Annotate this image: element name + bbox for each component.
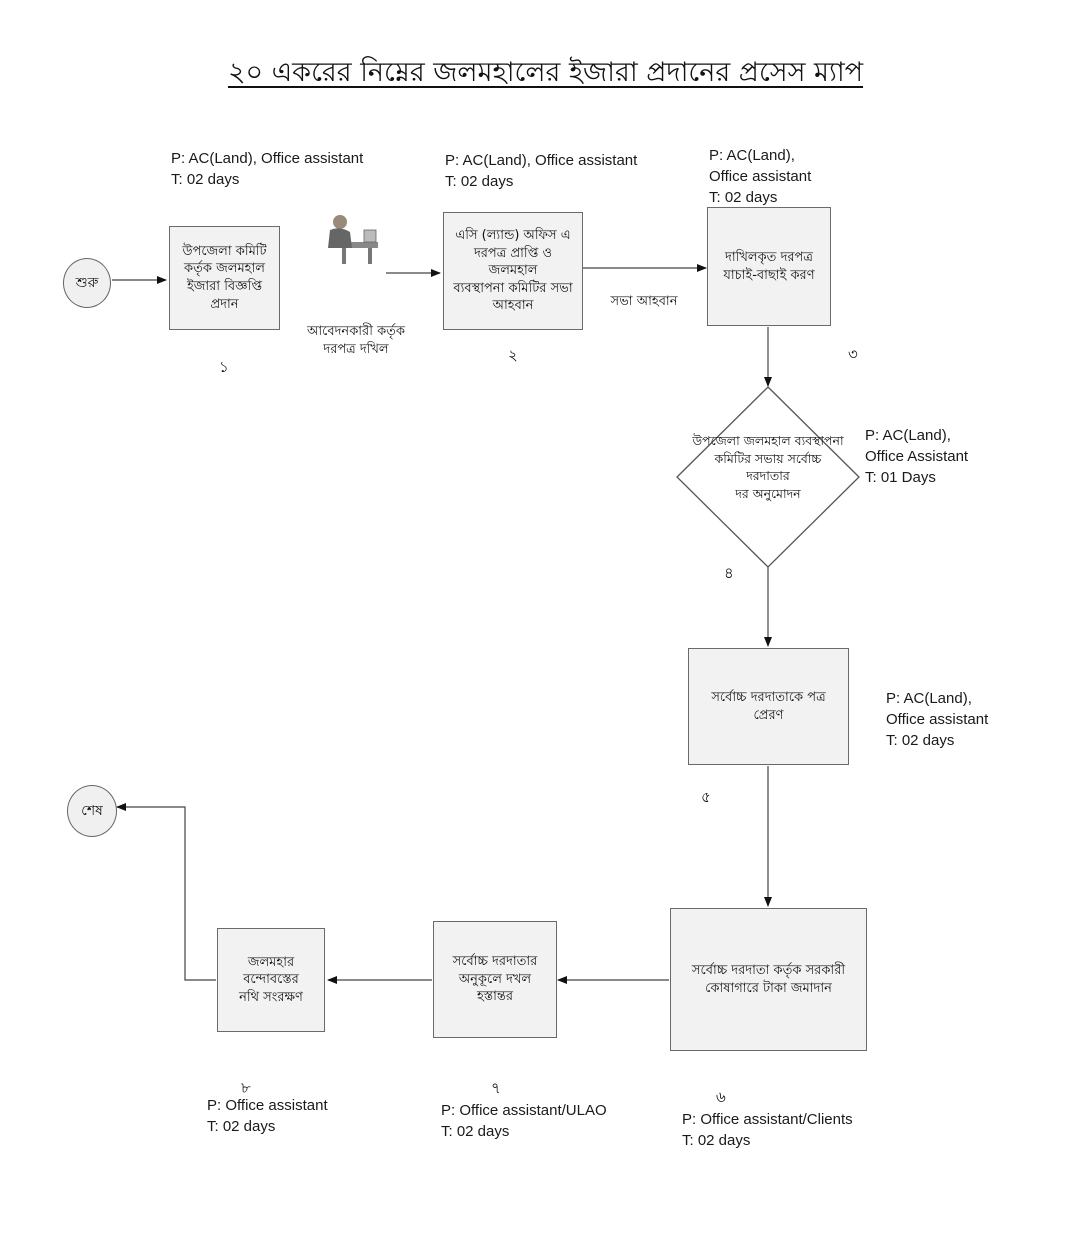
start-terminal: শুরু	[63, 258, 111, 308]
start-label: শুরু	[75, 275, 99, 291]
applicant-label: আবেদনকারী কর্তৃক দরপত্র দখিল	[306, 324, 406, 357]
step-7-number: ৭	[491, 1079, 501, 1097]
diagram-title: ২০ একরের নিম্নের জলমহালের ইজারা প্রদানের…	[227, 57, 864, 88]
step-5-number: ৫	[701, 788, 711, 806]
step-4-number: ৪	[724, 564, 734, 582]
step-6-number: ৬	[716, 1088, 726, 1106]
end-label: শেষ	[81, 803, 103, 819]
step-1-box: উপজেলা কমিটি কর্তৃক জলমহাল ইজারা বিজ্ঞপ্…	[169, 226, 280, 330]
step-8-box: জলমহার বন্দোবস্তের নথি সংরক্ষণ	[217, 928, 325, 1032]
step-4-responsibility: P: AC(Land), Office Assistant T: 01 Days	[865, 427, 969, 486]
step-1-responsibility: P: AC(Land), Office assistant T: 02 days	[171, 150, 364, 188]
person-at-desk-icon	[328, 215, 378, 264]
step-3-responsibility: P: AC(Land), Office assistant T: 02 days	[709, 147, 812, 206]
step-2-responsibility: P: AC(Land), Office assistant T: 02 days	[445, 152, 638, 190]
step-1-number: ১	[219, 358, 229, 376]
step-2-box: এসি (ল্যান্ড) অফিস এ দরপত্র প্রাপ্তি ও জ…	[443, 212, 583, 330]
meeting-call-label: সভা আহবান	[610, 294, 678, 309]
end-terminal: শেষ	[67, 785, 117, 837]
step-3-number: ৩	[848, 345, 858, 363]
step-6-responsibility: P: Office assistant/Clients T: 02 days	[682, 1111, 853, 1149]
step-8-responsibility: P: Office assistant T: 02 days	[207, 1097, 328, 1135]
step-5-responsibility: P: AC(Land), Office assistant T: 02 days	[886, 690, 989, 749]
decision-diamond	[676, 386, 860, 568]
step-5-box: সর্বোচ্চ দরদাতাকে পত্র প্রেরণ	[688, 648, 849, 765]
step-2-number: ২	[508, 346, 518, 364]
edge-step8-to-end	[116, 803, 216, 981]
step-6-box: সর্বোচ্চ দরদাতা কর্তৃক সরকারী কোষাগারে ট…	[670, 908, 867, 1051]
step-7-responsibility: P: Office assistant/ULAO T: 02 days	[441, 1102, 607, 1140]
step-4-text: উপজেলা জলমহাল ব্যবস্থাপনা কমিটির সভায় স…	[692, 433, 844, 501]
step-7-box: সর্বোচ্চ দরদাতার অনুকূলে দখল হস্তান্তর	[433, 921, 557, 1038]
step-3-box: দাখিলকৃত দরপত্র যাচাই-বাছাই করণ	[707, 207, 831, 326]
step-8-number: ৮	[241, 1079, 251, 1097]
